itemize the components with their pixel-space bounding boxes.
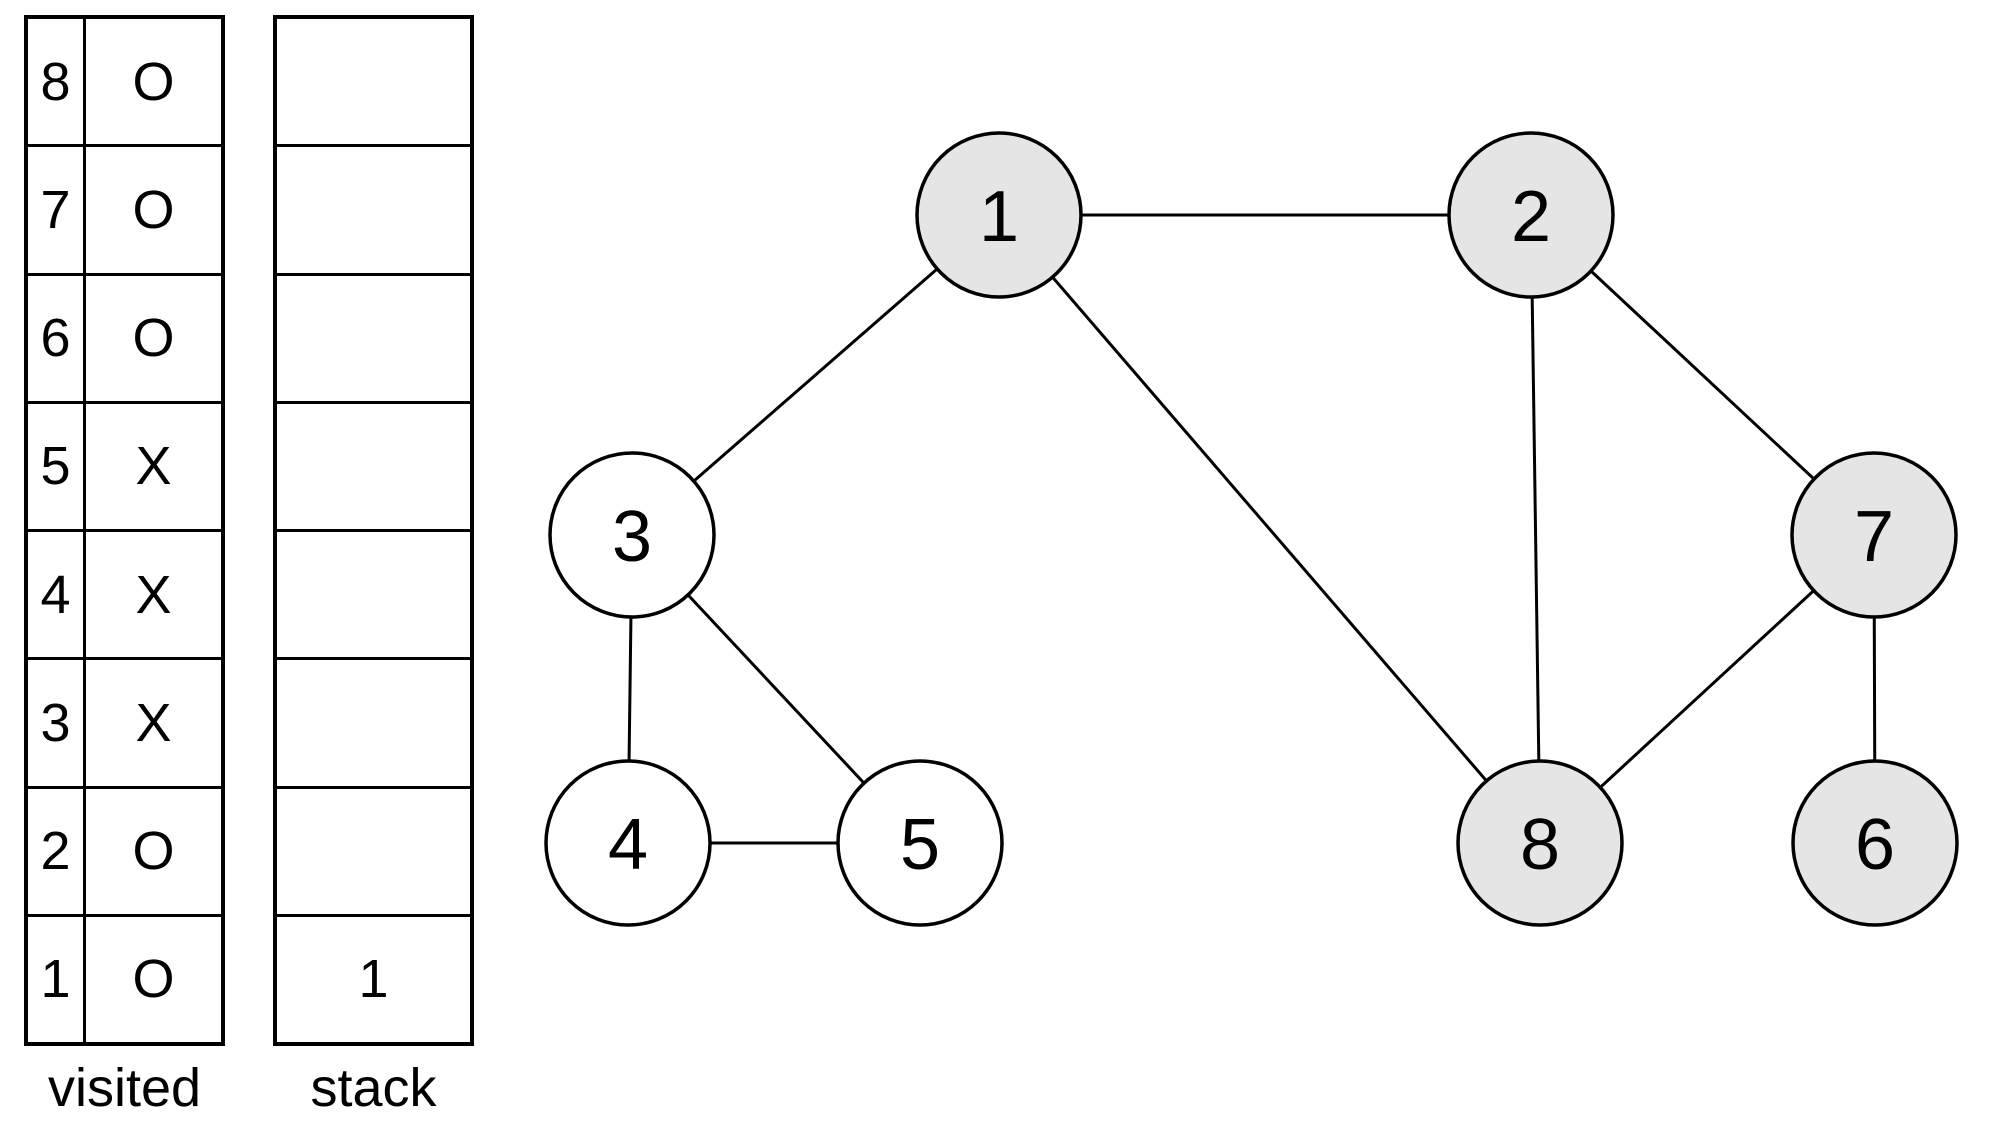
- stack-cell: [277, 529, 470, 657]
- visited-row-index: 4: [28, 532, 86, 658]
- node-circle: [915, 131, 1083, 299]
- node-circle: [836, 759, 1004, 927]
- visited-row-index: 6: [28, 275, 86, 401]
- visited-row-index: 2: [28, 788, 86, 914]
- visited-row-mark: O: [132, 821, 175, 882]
- node-label: 4: [608, 805, 648, 885]
- visited-row-mark: O: [132, 51, 175, 112]
- visited-row-mark: X: [135, 564, 172, 625]
- node-circle: [1447, 131, 1615, 299]
- graph-node-4: 4: [544, 759, 712, 927]
- node-circle: [1456, 759, 1624, 927]
- node-circle: [1791, 759, 1959, 927]
- visited-table: 8 O 7 O 6 O 5 X 4 X 3 X 2 O 1 O: [24, 15, 225, 1046]
- stack-cell: [277, 657, 470, 785]
- graph-edge-1-8: [997, 214, 1542, 844]
- graph-node-8: 8: [1456, 759, 1624, 927]
- node-circle: [548, 451, 716, 619]
- node-circle: [544, 759, 712, 927]
- visited-row-mark: O: [132, 308, 175, 369]
- node-circle: [1790, 451, 1958, 619]
- visited-row: 4 X: [28, 529, 221, 658]
- visited-row-index: 7: [28, 147, 86, 273]
- node-label: 2: [1511, 177, 1551, 257]
- node-label: 1: [979, 177, 1019, 257]
- stack-cell: [277, 785, 470, 914]
- visited-row-mark: X: [135, 692, 172, 753]
- visited-row: 7 O: [28, 144, 221, 273]
- stack-cell: 1: [277, 913, 470, 1042]
- visited-row: 8 O: [28, 19, 221, 145]
- visited-row-index: 5: [28, 403, 86, 529]
- graph-node-6: 6: [1791, 759, 1959, 927]
- graph-node-1: 1: [915, 131, 1083, 299]
- visited-row: 2 O: [28, 785, 221, 914]
- node-label: 7: [1854, 497, 1894, 577]
- node-label: 5: [900, 805, 940, 885]
- visited-table-label: visited: [47, 1058, 202, 1118]
- stack-table-label: stack: [310, 1058, 437, 1118]
- stack-cell: [277, 400, 470, 529]
- node-label: 6: [1855, 805, 1895, 885]
- visited-row: 1 O: [28, 913, 221, 1042]
- visited-row: 6 O: [28, 272, 221, 401]
- visited-row: 3 X: [28, 657, 221, 786]
- node-label: 3: [612, 497, 652, 577]
- visited-row-mark: O: [132, 179, 175, 240]
- stack-cell: [277, 144, 470, 272]
- visited-row: 5 X: [28, 400, 221, 529]
- graph-node-3: 3: [548, 451, 716, 619]
- graph-edge-2-8: [1529, 214, 1542, 844]
- node-label: 8: [1520, 805, 1560, 885]
- visited-row-index: 3: [28, 660, 86, 786]
- visited-row-mark: X: [135, 436, 172, 497]
- graph-node-5: 5: [836, 759, 1004, 927]
- visited-row-index: 1: [28, 916, 86, 1042]
- visited-row-mark: O: [132, 949, 175, 1010]
- graph-node-7: 7: [1790, 451, 1958, 619]
- graph-node-2: 2: [1447, 131, 1615, 299]
- visited-row-index: 8: [28, 19, 86, 145]
- stack-table: 1: [273, 15, 474, 1046]
- stack-cell: [277, 272, 470, 401]
